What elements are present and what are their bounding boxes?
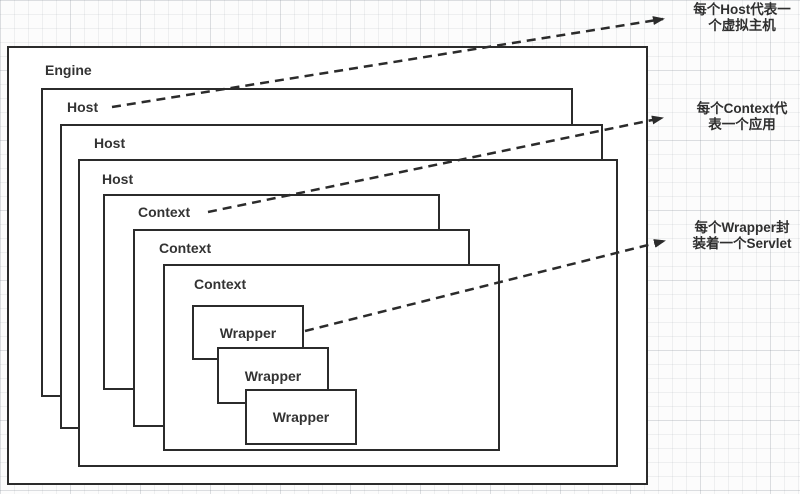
host-label-2: Host: [94, 135, 126, 151]
context-annotation: 每个Context代 表一个应用: [684, 101, 800, 133]
wrapper-label-2: Wrapper: [244, 367, 302, 384]
wrapper-label-3: Wrapper: [272, 409, 330, 425]
context-label-3: Context: [194, 276, 247, 292]
wrapper-annotation-line2: 装着一个Servlet: [692, 236, 792, 251]
context-label-2: Context: [159, 240, 212, 256]
engine-label: Engine: [45, 62, 92, 78]
context-annotation-line1: 每个Context代: [696, 101, 788, 116]
wrapper-annotation: 每个Wrapper封 装着一个Servlet: [684, 220, 800, 252]
host-annotation-line2: 个虚拟主机: [708, 18, 776, 33]
host-label-1: Host: [67, 99, 99, 115]
host-annotation: 每个Host代表一 个虚拟主机: [684, 2, 800, 34]
wrapper-box-3: Wrapper: [245, 389, 357, 445]
wrapper-label-1: Wrapper: [219, 324, 277, 341]
wrapper-annotation-line1: 每个Wrapper封: [694, 220, 790, 235]
host-annotation-line1: 每个Host代表一: [693, 2, 791, 17]
host-label-3: Host: [102, 171, 134, 187]
context-label-1: Context: [138, 204, 191, 220]
context-annotation-line2: 表一个应用: [708, 117, 776, 132]
